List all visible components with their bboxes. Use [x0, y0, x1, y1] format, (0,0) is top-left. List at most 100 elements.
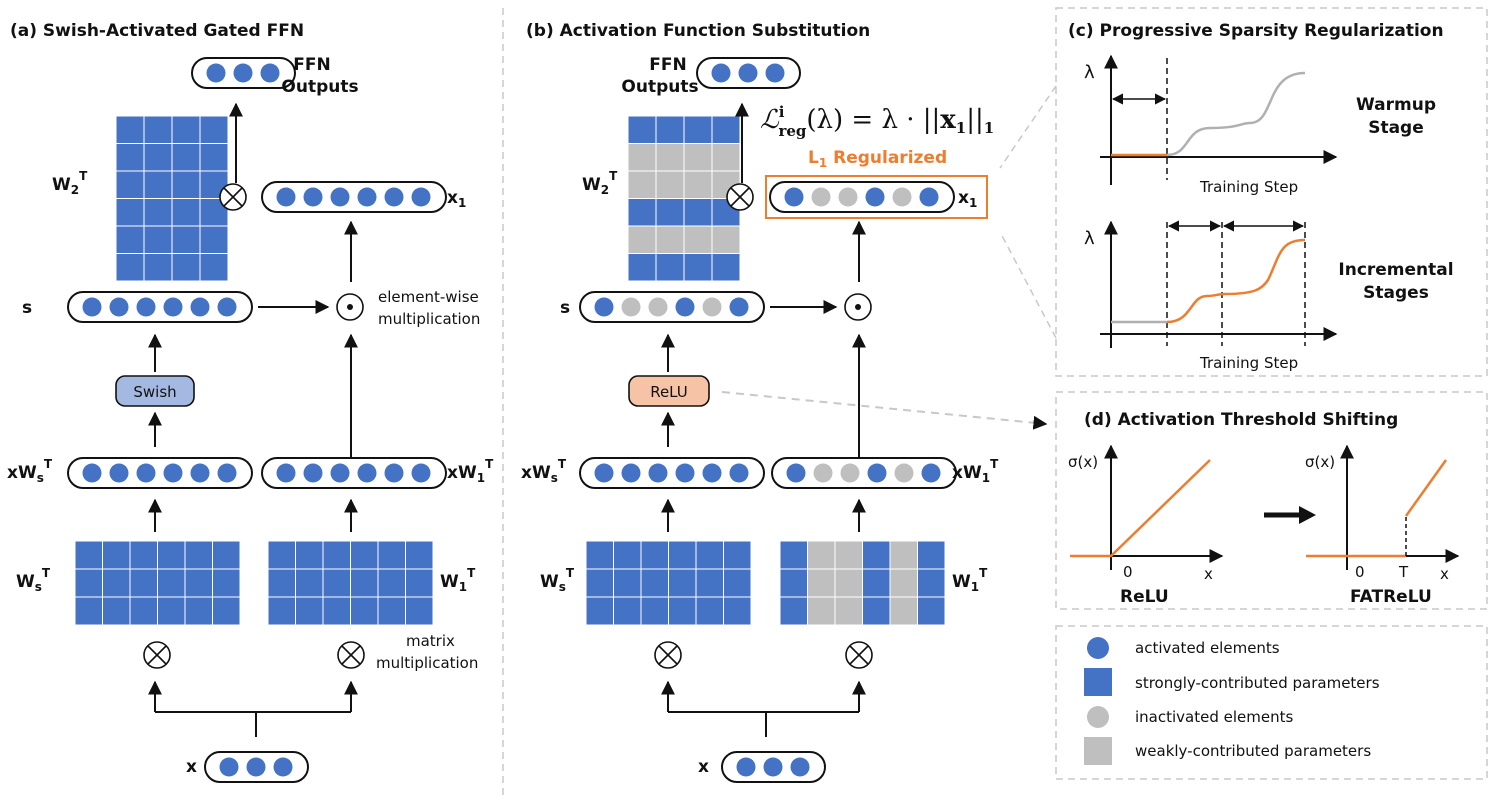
l1-highlight-box	[765, 175, 988, 219]
activated-element	[702, 463, 722, 483]
matmul-symbol	[845, 641, 873, 669]
legend-strong-label: strongly-contributed parameters	[1135, 674, 1380, 692]
training-step-label: Training Step	[1199, 354, 1298, 372]
legend: activated elements strongly-contributed …	[1055, 625, 1488, 780]
weak-parameter-cell	[655, 225, 685, 254]
activated-element	[357, 187, 377, 207]
strong-parameter-cell	[350, 540, 379, 570]
legend-weak-label: weakly-contributed parameters	[1135, 742, 1371, 760]
weak-parameter-cell	[889, 596, 918, 626]
strong-parameter-cell	[143, 225, 173, 254]
incremental-label: Incremental	[1338, 260, 1453, 280]
activated-element	[276, 463, 296, 483]
svg-text:ReLU: ReLU	[650, 383, 688, 401]
stages-label: Stages	[1363, 283, 1429, 303]
panel-c-title: (c) Progressive Sparsity Regularization	[1068, 21, 1444, 41]
legend-inactivated-label: inactivated elements	[1135, 708, 1293, 726]
panel-c-frame	[1055, 7, 1488, 377]
relu-to-threshold-pointer	[721, 391, 1048, 430]
strong-parameter-cell	[295, 596, 324, 626]
activated-element	[736, 757, 756, 777]
s-vector-sparse	[579, 291, 765, 323]
strong-parameter-cell	[683, 198, 713, 227]
strong-parameter-cell	[723, 596, 752, 626]
strong-parameter-cell	[199, 225, 229, 254]
strong-parameter-cell	[102, 540, 131, 570]
activated-element	[675, 297, 695, 317]
strong-parameter-cell	[862, 540, 891, 570]
panel-c: (c) Progressive Sparsity Regularization …	[999, 7, 1488, 377]
strong-parameter-cell	[695, 568, 724, 598]
weak-parameter-cell	[834, 596, 863, 626]
weak-parameter-cell	[683, 225, 713, 254]
elementwise-label: multiplication	[378, 310, 480, 328]
s-label: s	[22, 298, 32, 318]
l1-regularized-label: L1 Regularized	[808, 148, 947, 170]
xw1-vector	[261, 457, 447, 489]
strong-parameter-cell	[779, 540, 808, 570]
strong-parameter-cell	[862, 568, 891, 598]
threshold-label: T	[1398, 563, 1409, 581]
legend-activated-circle	[1087, 637, 1109, 659]
ffn-label: FFN	[649, 55, 686, 75]
weak-parameter-cell	[627, 170, 657, 199]
strong-parameter-cell	[640, 568, 669, 598]
ffn-label: FFN	[293, 55, 330, 75]
strong-parameter-cell	[723, 540, 752, 570]
activated-element	[233, 63, 253, 83]
activated-element	[206, 63, 226, 83]
relu-curve	[1070, 459, 1211, 558]
strong-parameter-cell	[917, 568, 946, 598]
matrix-mult-label: multiplication	[376, 654, 478, 672]
origin-label: 0	[1123, 563, 1133, 581]
stage-label: Stage	[1368, 118, 1424, 138]
inactivated-element	[840, 463, 860, 483]
w2-label: W2T	[582, 169, 618, 197]
matmul-symbol	[219, 183, 247, 211]
xws-label: xWsT	[521, 457, 567, 485]
weak-parameter-cell	[627, 225, 657, 254]
weak-parameter-cell	[889, 540, 918, 570]
activated-element	[109, 463, 129, 483]
strong-parameter-cell	[695, 596, 724, 626]
s-label: s	[560, 298, 570, 318]
relu-box: ReLU	[628, 375, 710, 407]
activated-element	[260, 63, 280, 83]
strong-parameter-cell	[640, 596, 669, 626]
activated-element	[276, 187, 296, 207]
strong-parameter-cell	[350, 568, 379, 598]
strong-parameter-cell	[377, 568, 406, 598]
elementwise-label: element-wise	[378, 288, 479, 306]
strong-parameter-cell	[129, 540, 158, 570]
activated-element	[82, 297, 102, 317]
weak-parameter-cell	[807, 568, 836, 598]
activated-element	[919, 187, 939, 207]
lambda-label: λ	[1084, 228, 1095, 249]
activated-element	[621, 463, 641, 483]
xw1-label: xW1T	[447, 457, 494, 485]
strong-parameter-cell	[322, 540, 351, 570]
strong-parameter-cell	[115, 115, 145, 144]
strong-parameter-cell	[184, 596, 213, 626]
strong-parameter-cell	[683, 253, 713, 282]
matrix-mult-label: matrix	[406, 632, 455, 650]
w1-transpose-matrix-sparse	[779, 540, 946, 626]
legend-weak-square	[1084, 737, 1112, 765]
weak-parameter-cell	[655, 143, 685, 172]
ws-label: WsT	[540, 566, 575, 594]
strong-parameter-cell	[695, 540, 724, 570]
strong-parameter-cell	[613, 540, 642, 570]
xws-vector	[67, 457, 253, 489]
origin-label: 0	[1355, 563, 1365, 581]
activated-element	[163, 297, 183, 317]
strong-parameter-cell	[143, 170, 173, 199]
swish-box: Swish	[115, 375, 195, 407]
strong-parameter-cell	[627, 253, 657, 282]
weak-parameter-cell	[655, 170, 685, 199]
inactivated-element	[838, 187, 858, 207]
strong-parameter-cell	[585, 568, 614, 598]
activated-element	[190, 297, 210, 317]
strong-parameter-cell	[627, 115, 657, 144]
strong-parameter-cell	[184, 568, 213, 598]
relu-caption: ReLU	[1120, 587, 1169, 607]
